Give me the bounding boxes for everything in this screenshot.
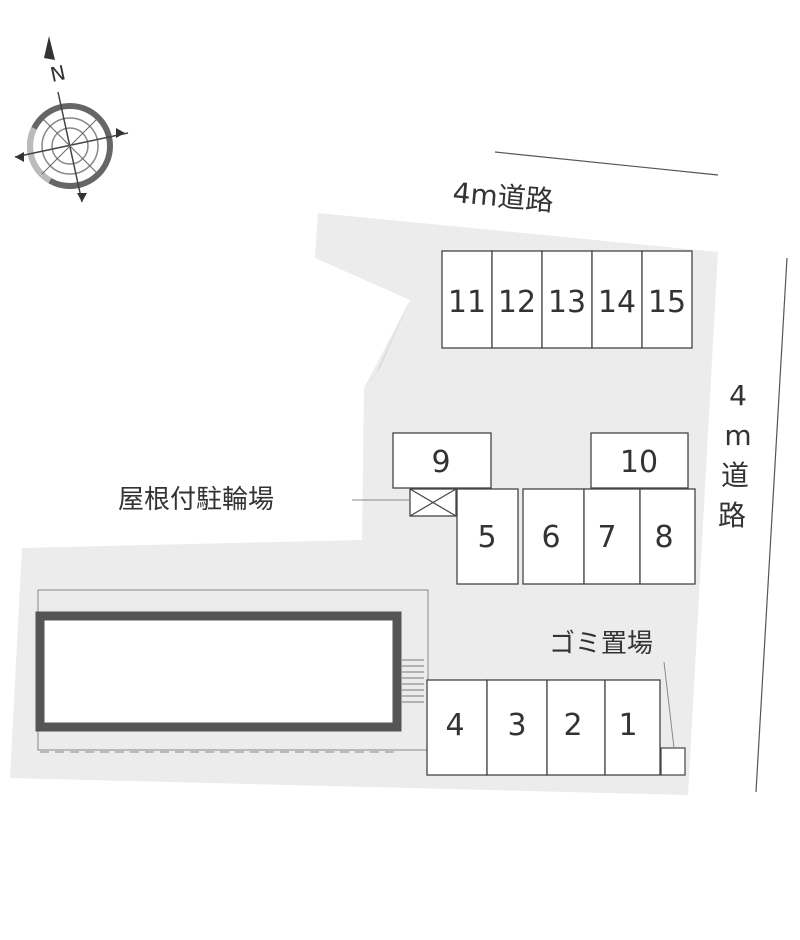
parking-slot-9: [392, 432, 492, 489]
garbage-label: ゴミ置場: [549, 629, 653, 659]
parking-slot-label: 5: [477, 520, 496, 555]
parking-slot-label: 9: [431, 445, 450, 480]
apartment-building: [35, 589, 429, 753]
east-road-label-line: 路: [718, 499, 746, 532]
parking-row-top: [441, 250, 693, 349]
north-road-edge: [494, 151, 719, 176]
parking-slot-label: 1: [618, 708, 637, 743]
parking-slot-label: 13: [548, 285, 586, 320]
parking-slot-label: 15: [648, 285, 686, 320]
bicycle-parking-icon: [409, 488, 457, 517]
north-road-label: 4m道路: [451, 176, 555, 218]
bicycle-parking-label: 屋根付駐輪場: [118, 485, 274, 515]
parking-slot-label: 6: [541, 520, 560, 555]
compass-icon: [14, 36, 129, 203]
parking-row-middle: [456, 488, 696, 585]
parking-slot-label: 11: [448, 285, 486, 320]
garbage-leader-line: [663, 661, 675, 749]
parking-slot-label: 12: [498, 285, 536, 320]
parking-slot-10: [590, 432, 689, 489]
parking-slot-label: 10: [620, 445, 658, 480]
parking-slot-label: 14: [598, 285, 636, 320]
east-road-edge: [755, 257, 788, 793]
east-road-label-line: m: [724, 419, 751, 452]
garbage-area: [660, 747, 686, 776]
compass-north-label: N: [48, 60, 68, 87]
parking-slot-label: 2: [563, 708, 582, 743]
parking-slot-label: 4: [445, 708, 464, 743]
parking-slot-label: 7: [597, 520, 616, 555]
parking-row-bottom: [426, 679, 661, 776]
stairs-icon: [402, 659, 424, 703]
parking-slot-label: 3: [507, 708, 526, 743]
parking-slot-label: 8: [654, 520, 673, 555]
east-road-label: 4 m 道 路: [718, 379, 752, 532]
east-road-label-line: 4: [729, 379, 747, 412]
east-road-label-line: 道: [721, 459, 749, 492]
